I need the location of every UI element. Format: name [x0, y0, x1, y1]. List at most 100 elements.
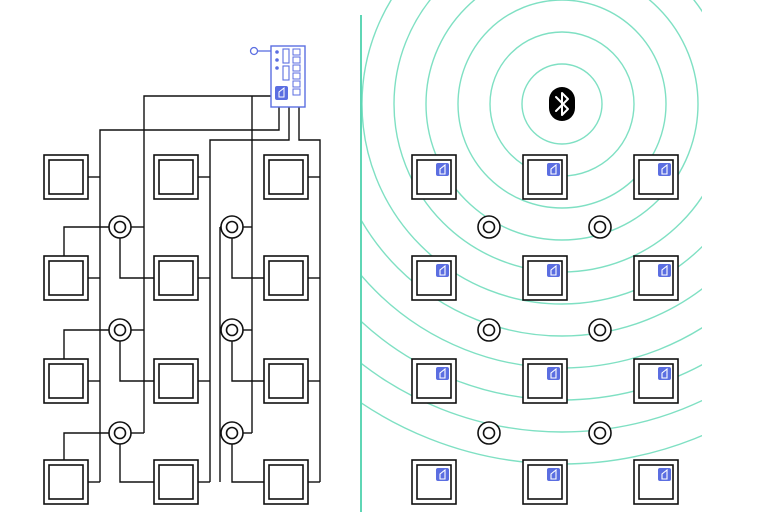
sensor-inner — [225, 426, 239, 440]
smart-module-glyph — [439, 163, 446, 175]
fixture-inner — [268, 464, 304, 500]
panel-slot — [282, 48, 290, 64]
fixture-inner — [268, 260, 304, 296]
smart-module-glyph — [661, 367, 668, 379]
smart-light-fixture-icon — [411, 154, 457, 200]
signal-wave-ring — [362, 321, 702, 401]
panel-module-glyph — [278, 86, 285, 98]
motion-sensor-icon — [108, 318, 132, 342]
light-fixture-icon — [263, 358, 309, 404]
fixture-inner — [48, 363, 84, 399]
smart-module-glyph — [550, 367, 557, 379]
sensor-inner — [225, 220, 239, 234]
smart-module-glyph — [550, 163, 557, 175]
smart-module-bg — [547, 163, 560, 176]
light-fixture-icon — [153, 255, 199, 301]
fixture-inner — [48, 260, 84, 296]
light-fixture-icon — [153, 358, 199, 404]
light-fixture-icon — [263, 459, 309, 505]
fixture-inner — [158, 464, 194, 500]
signal-wave-ring — [362, 220, 702, 337]
wire — [119, 237, 154, 279]
motion-sensor-icon — [477, 421, 501, 445]
smart-module-icon — [658, 264, 671, 277]
smart-module-bg — [436, 367, 449, 380]
smart-module-bg — [658, 367, 671, 380]
smart-module-glyph — [661, 264, 668, 276]
smart-module-glyph — [439, 367, 446, 379]
wired-fixtures — [43, 154, 309, 505]
wire — [63, 432, 110, 460]
smart-module-icon — [547, 468, 560, 481]
smart-module-glyph — [550, 468, 557, 480]
light-fixture-icon — [263, 154, 309, 200]
smart-module-bg — [658, 264, 671, 277]
light-fixture-icon — [153, 459, 199, 505]
sensor-inner — [482, 220, 496, 234]
sensor-inner — [113, 426, 127, 440]
fixture-inner — [158, 159, 194, 195]
smart-light-fixture-icon — [522, 358, 568, 404]
wire — [231, 237, 264, 279]
panel-led — [275, 66, 279, 70]
smart-light-fixture-icon — [633, 358, 679, 404]
panel-led — [275, 50, 279, 54]
smart-module-bg — [547, 468, 560, 481]
smart-module-glyph — [439, 264, 446, 276]
sensor-inner — [593, 323, 607, 337]
wire — [119, 443, 154, 483]
motion-sensor-icon — [477, 215, 501, 239]
wire — [99, 107, 280, 177]
smart-module-bg — [436, 163, 449, 176]
sensor-inner — [482, 323, 496, 337]
fixture-inner — [638, 260, 674, 296]
smart-light-fixture-icon — [522, 154, 568, 200]
smart-module-icon — [436, 163, 449, 176]
light-fixture-icon — [153, 154, 199, 200]
wired-sensors — [108, 215, 244, 445]
smart-light-fixture-icon — [633, 154, 679, 200]
signal-wave-ring — [362, 0, 702, 305]
smart-module-bg — [658, 468, 671, 481]
smart-module-icon — [436, 468, 449, 481]
signal-wave-ring — [393, 0, 702, 273]
signal-wave-ring — [362, 363, 702, 433]
bluetooth-icon — [549, 87, 575, 121]
fixture-inner — [416, 260, 452, 296]
motion-sensor-icon — [220, 318, 244, 342]
smart-module-glyph — [661, 163, 668, 175]
smart-module-glyph — [661, 468, 668, 480]
wireless-fixtures — [411, 154, 679, 505]
smart-module-icon — [436, 264, 449, 277]
wiring-lines — [63, 95, 321, 483]
wire — [119, 340, 154, 382]
sensor-inner — [593, 426, 607, 440]
panel-led — [275, 58, 279, 62]
motion-sensor-icon — [588, 318, 612, 342]
smart-light-fixture-icon — [633, 459, 679, 505]
motion-sensor-icon — [588, 421, 612, 445]
light-fixture-icon — [263, 255, 309, 301]
panel-slot — [282, 65, 290, 81]
smart-module-icon — [547, 163, 560, 176]
motion-sensor-icon — [220, 215, 244, 239]
panel-terminal — [292, 56, 301, 64]
smart-module-bg — [547, 264, 560, 277]
wire — [231, 443, 264, 483]
smart-module-icon — [547, 367, 560, 380]
sensor-inner — [113, 323, 127, 337]
wire — [231, 340, 264, 382]
fixture-inner — [268, 363, 304, 399]
panel-terminal — [292, 80, 301, 88]
control-panel-icon — [249, 45, 306, 108]
motion-sensor-icon — [588, 215, 612, 239]
smart-light-fixture-icon — [633, 255, 679, 301]
smart-module-glyph — [439, 468, 446, 480]
light-fixture-icon — [43, 255, 89, 301]
fixture-inner — [638, 464, 674, 500]
sensor-inner — [113, 220, 127, 234]
signal-wave-ring — [425, 0, 699, 241]
light-fixture-icon — [43, 358, 89, 404]
